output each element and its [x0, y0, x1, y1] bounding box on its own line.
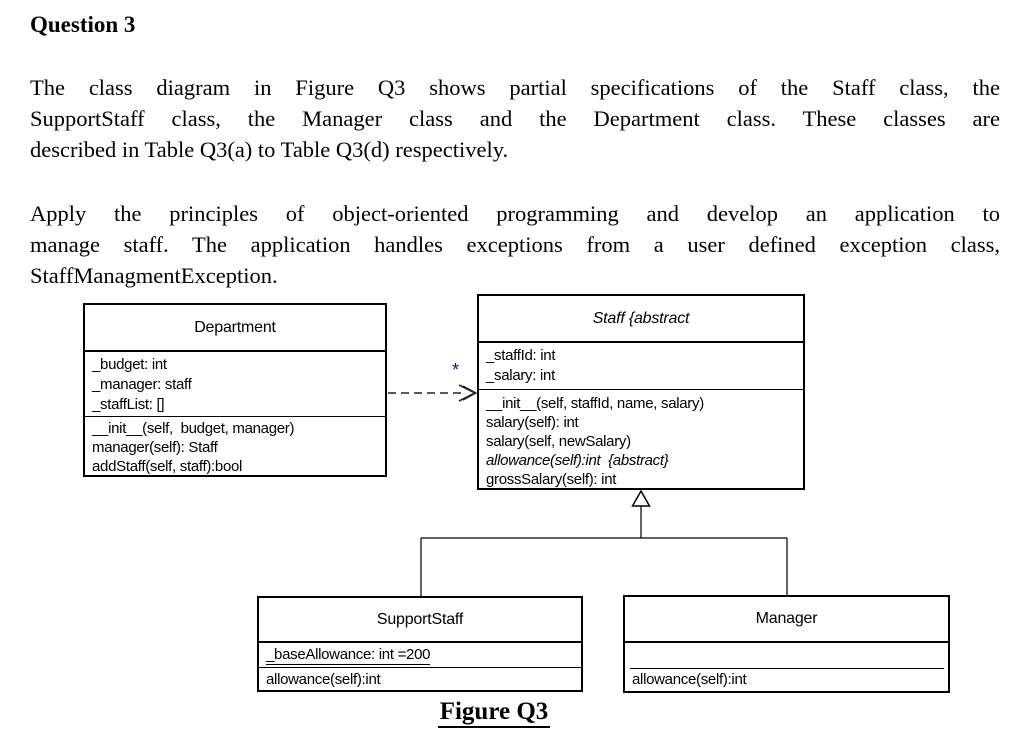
attributes-compartment — [625, 643, 948, 669]
class-box-manager: Manager allowance(self):int — [623, 595, 950, 693]
paragraph-line: described in Table Q3(a) to Table Q3(d) … — [30, 137, 509, 162]
paragraph-line: Apply the principles of object-oriented … — [30, 201, 1000, 226]
class-name: Department — [85, 305, 385, 352]
inheritance-triangle-icon — [631, 489, 651, 507]
abstract-method: allowance(self):int {abstract} — [486, 452, 669, 469]
method: __init__(self, budget, manager) — [92, 420, 295, 437]
attribute: _staffList: [] — [92, 396, 165, 413]
class-name: SupportStaff — [259, 598, 581, 643]
attribute: _staffId: int — [486, 347, 556, 364]
figure-caption: Figure Q3 — [399, 698, 589, 728]
method: grossSalary(self): int — [486, 471, 617, 488]
task-paragraph: Apply the principles of object-oriented … — [30, 198, 1000, 291]
method: salary(self): int — [486, 414, 579, 431]
methods-compartment: allowance(self):int — [259, 668, 581, 690]
paragraph-line: manage staff. The application handles ex… — [30, 232, 1000, 257]
methods-compartment: allowance(self):int — [625, 668, 948, 691]
attribute: _salary: int — [486, 367, 555, 384]
paragraph-line: The class diagram in Figure Q3 shows par… — [30, 75, 1000, 100]
paragraph-line: StaffManagmentException. — [30, 263, 278, 288]
question-title: Question 3 — [30, 12, 136, 37]
class-name: Staff {abstract — [479, 296, 803, 343]
dependency-arrowhead-icon — [462, 385, 478, 401]
figure-caption-text: Figure Q3 — [437, 698, 551, 728]
class-box-supportstaff: SupportStaff _baseAllowance: int =200 al… — [257, 596, 583, 692]
method: __init__(self, staffId, name, salary) — [486, 395, 704, 412]
association-multiplicity: * — [452, 360, 460, 380]
method: allowance(self):int — [632, 671, 747, 688]
method: addStaff(self, staff):bool — [92, 458, 243, 475]
method: salary(self, newSalary) — [486, 433, 631, 450]
attributes-compartment: _staffId: int _salary: int — [479, 343, 803, 390]
paragraph-line: SupportStaff class, the Manager class an… — [30, 106, 1000, 131]
static-attribute: _baseAllowance: int =200 — [266, 646, 431, 665]
class-box-department: Department _budget: int _manager: staff … — [83, 303, 387, 477]
dependency-arrowhead-icon — [458, 384, 477, 402]
methods-compartment: __init__(self, staffId, name, salary) sa… — [479, 390, 803, 488]
methods-compartment: __init__(self, budget, manager) manager(… — [85, 417, 385, 475]
intro-paragraph: The class diagram in Figure Q3 shows par… — [30, 72, 1000, 165]
attributes-compartment: _baseAllowance: int =200 — [259, 643, 581, 668]
class-box-staff: Staff {abstract _staffId: int _salary: i… — [477, 294, 805, 490]
attribute: _manager: staff — [92, 376, 192, 393]
attribute: _budget: int — [92, 356, 167, 373]
method: allowance(self):int — [266, 671, 381, 688]
attributes-compartment: _budget: int _manager: staff _staffList:… — [85, 352, 385, 417]
method: manager(self): Staff — [92, 439, 218, 456]
class-name: Manager — [625, 597, 948, 643]
